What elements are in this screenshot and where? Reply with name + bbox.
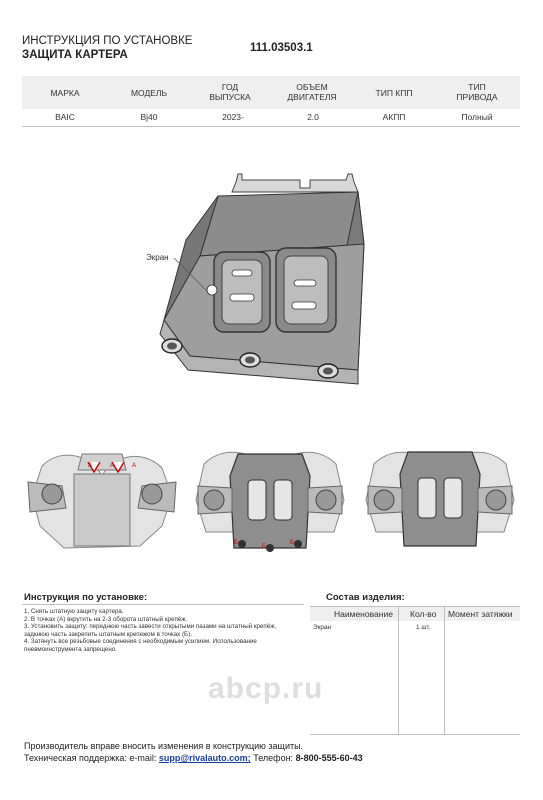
kit-bottom-divider [310,734,520,735]
instructions-title: Инструкция по установке: [24,592,148,603]
col-year: ГОД ВЫПУСКА [209,82,251,102]
part-label: Экран [146,253,169,262]
spec-divider [22,126,520,127]
skid-plate-diagram [159,173,365,385]
step-line: 3. Установить защиту: переднюю часть зав… [24,623,277,631]
kit-col-sep-1 [398,606,399,734]
step-line: 1. Снять штатную защиту картера. [24,608,124,615]
mark-b-3: Б [290,540,294,546]
kit-col-sep-2 [444,606,445,734]
cell-gearbox: АКПП [382,112,406,122]
instructions-divider [22,604,304,605]
col-drive: ТИП ПРИВОДА [456,82,498,102]
col-make: МАРКА [50,88,80,98]
mark-a-2: А [110,463,115,469]
photo-step-3 [360,436,520,560]
col-model: МОДЕЛЬ [130,88,168,98]
document-title: ИНСТРУКЦИЯ ПО УСТАНОВКЕ ЗАЩИТА КАРТЕРА [22,34,192,62]
step-line: задкнюю часть закрепить штатным крепежом… [24,630,192,638]
photo-step-2 [190,436,350,560]
support-label: Техническая поддержка: e-mail: [24,753,157,763]
cell-engine: 2.0 [307,112,319,122]
mark-b-2: Б [262,544,266,550]
title-line-1: ИНСТРУКЦИЯ ПО УСТАНОВКЕ [22,35,193,47]
mark-b-1: Б [234,540,238,546]
kit-col-name: Наименование [334,609,393,619]
photo-step-1 [22,436,182,560]
cell-make: BAIC [55,112,75,122]
kit-item-qty: 1 шт. [416,624,431,631]
kit-title: Состав изделия: [326,592,405,603]
step-line: 2. В точках (А) вкрутить на 2-3 оборота … [24,615,188,623]
watermark: abcp.ru [208,672,324,705]
col-engine: ОБЪЕМ ДВИГАТЕЛЯ [287,82,337,102]
kit-col-torque: Момент затяжки [448,609,513,619]
spec-table-header: МАРКА МОДЕЛЬ ГОД ВЫПУСКА ОБЪЕМ ДВИГАТЕЛЯ… [22,76,520,109]
installation-photos [22,436,520,560]
kit-col-qty: Кол-во [410,609,437,619]
cell-model: Bj40 [140,112,158,122]
mark-a-3: А [132,463,137,469]
phone-label: Телефон: [253,753,294,763]
support-email-link[interactable]: supp@rivalauto.com; [158,753,251,763]
instructions-steps: 1. Снять штатную защиту картера. 2. В то… [24,608,306,654]
kit-item-name: Экран [313,624,332,631]
col-gearbox: ТИП КПП [375,88,413,98]
title-line-2: ЗАЩИТА КАРТЕРА [22,49,128,61]
footer-support: Техническая поддержка: e-mail: supp@riva… [24,753,363,763]
part-number: 111.03503.1 [250,42,313,54]
step-line: пневмоинструмента запрещено. [24,645,117,653]
mark-a-1: А [88,463,93,469]
support-phone: 8-800-555-60-43 [295,753,363,763]
kit-table-header: Наименование Кол-во Момент затяжки [310,606,520,621]
cell-year: 2023- [222,112,244,122]
footer-note: Производитель вправе вносить изменения в… [24,741,304,751]
step-line: 4. Затянуть все резьбовые соединения с н… [24,638,257,646]
cell-drive: Полный [461,112,493,122]
